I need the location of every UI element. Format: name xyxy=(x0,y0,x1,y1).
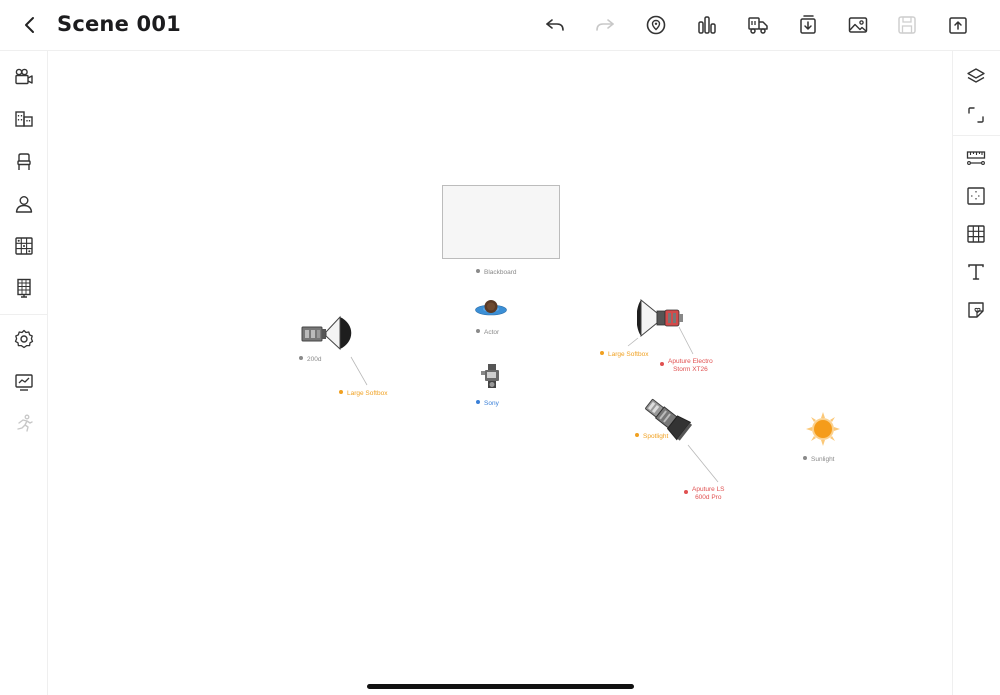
light-200d-label: 200d xyxy=(299,356,321,364)
import-icon[interactable] xyxy=(796,13,820,37)
sidebar-divider xyxy=(0,314,47,315)
back-chevron-icon[interactable] xyxy=(18,13,42,37)
settings-gear-icon[interactable] xyxy=(12,327,36,351)
film-grid-icon[interactable] xyxy=(12,234,36,258)
page-title: Scene 001 xyxy=(57,12,181,36)
spotlight-label: Spotlight xyxy=(635,433,668,441)
center-grid-icon[interactable] xyxy=(964,184,988,208)
ls600-label-line1: Aputure LS xyxy=(692,486,725,493)
monitor-chart-icon[interactable] xyxy=(12,370,36,394)
home-indicator xyxy=(367,684,634,689)
equipment-truck-icon[interactable] xyxy=(746,13,770,37)
location-pin-icon[interactable] xyxy=(644,13,668,37)
right-sidebar-divider xyxy=(953,135,1000,136)
undo-icon[interactable] xyxy=(543,13,567,37)
sunlight-label: Sunlight xyxy=(803,456,835,464)
storm-label-line2: Storm XT26 xyxy=(673,366,708,373)
text-tool-icon[interactable] xyxy=(964,260,988,284)
ls600-label-line2: 600d Pro xyxy=(695,494,722,501)
redo-icon[interactable] xyxy=(593,13,617,37)
flag-panel-icon[interactable] xyxy=(12,276,36,300)
blackboard-label: Blackboard xyxy=(476,269,517,277)
camera-sony-icon[interactable] xyxy=(479,362,505,390)
sticker-note-icon[interactable] xyxy=(964,298,988,322)
ruler-icon[interactable] xyxy=(964,146,988,170)
softbox-right-label: Large Softbox xyxy=(600,351,648,359)
grid-table-icon[interactable] xyxy=(964,222,988,246)
chair-icon[interactable] xyxy=(12,150,36,174)
storm-xt26-softbox-icon[interactable] xyxy=(637,298,687,338)
running-person-icon[interactable] xyxy=(12,412,36,436)
save-icon[interactable] xyxy=(895,13,919,37)
bar-chart-icon[interactable] xyxy=(695,13,719,37)
sun-icon[interactable] xyxy=(805,411,841,447)
softbox-left-label: Large Softbox xyxy=(339,390,387,398)
actor-icon[interactable] xyxy=(474,298,508,320)
camera-label: Sony xyxy=(476,400,499,408)
fit-screen-icon[interactable] xyxy=(964,103,988,127)
layers-icon[interactable] xyxy=(964,64,988,88)
export-icon[interactable] xyxy=(946,13,970,37)
blackboard-object[interactable] xyxy=(442,185,560,259)
person-icon[interactable] xyxy=(12,192,36,216)
camera-icon[interactable] xyxy=(12,65,36,89)
image-icon[interactable] xyxy=(846,13,870,37)
actor-label: Actor xyxy=(476,329,499,337)
storm-label-line1: Aputure Electro xyxy=(668,358,713,365)
light-200d-softbox-icon[interactable] xyxy=(300,314,354,352)
spotlight-ls600-icon[interactable] xyxy=(640,394,694,442)
left-tool-sidebar xyxy=(0,51,48,695)
top-toolbar: Scene 001 xyxy=(0,0,1000,51)
buildings-icon[interactable] xyxy=(12,107,36,131)
